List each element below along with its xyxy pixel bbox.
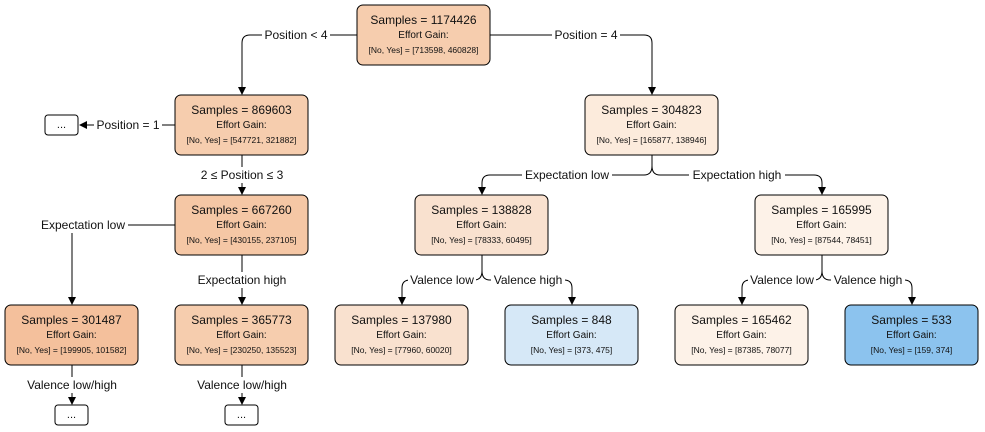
- svg-text:Expectation high: Expectation high: [198, 273, 287, 287]
- node-n6: Samples = 301487 Effort Gain: [No, Yes] …: [4, 304, 139, 366]
- node-counts: [No, Yes] = [77960, 60020]: [351, 345, 451, 355]
- node-samples: Samples = 304823: [601, 103, 702, 117]
- node-counts: [No, Yes] = [373, 475]: [531, 345, 613, 355]
- node-gain-label: Effort Gain:: [46, 330, 96, 341]
- node-samples: Samples = 365773: [191, 313, 292, 327]
- ellipsis-box-n7: ...: [224, 404, 259, 426]
- svg-text:Valence low: Valence low: [410, 273, 474, 287]
- node-samples: Samples = 165462: [691, 313, 792, 327]
- svg-text:Valence high: Valence high: [494, 273, 563, 287]
- node-counts: [No, Yes] = [547721, 321882]: [187, 135, 297, 145]
- node-root: Samples = 1174426 Effort Gain: [No, Yes]…: [356, 4, 491, 66]
- edge-label-position-2-3: 2 ≤ Position ≤ 3: [198, 167, 286, 183]
- svg-text:Valence low/high: Valence low/high: [27, 378, 117, 392]
- node-n2: Samples = 304823 Effort Gain: [No, Yes] …: [584, 94, 719, 156]
- node-gain-label: Effort Gain:: [216, 330, 266, 341]
- node-gain-label: Effort Gain:: [398, 30, 448, 41]
- node-gain-label: Effort Gain:: [886, 330, 936, 341]
- edge-n3-n6: [68, 224, 175, 305]
- node-gain-label: Effort Gain:: [626, 120, 676, 131]
- node-counts: [No, Yes] = [430155, 237105]: [187, 235, 297, 245]
- edge-label-valence-high-b: Valence high: [831, 272, 905, 288]
- node-n4: Samples = 138828 Effort Gain: [No, Yes] …: [414, 194, 549, 256]
- node-n1: Samples = 869603 Effort Gain: [No, Yes] …: [174, 94, 309, 156]
- node-n10: Samples = 165462 Effort Gain: [No, Yes] …: [674, 304, 809, 366]
- edge-label-expectation-low-left: Expectation low: [38, 217, 128, 233]
- svg-text:...: ...: [237, 409, 246, 421]
- node-counts: [No, Yes] = [230250, 135523]: [187, 345, 297, 355]
- node-n11: Samples = 533 Effort Gain: [No, Yes] = […: [844, 304, 979, 366]
- node-gain-label: Effort Gain:: [716, 330, 766, 341]
- node-n8: Samples = 137980 Effort Gain: [No, Yes] …: [334, 304, 469, 366]
- node-gain-label: Effort Gain:: [376, 330, 426, 341]
- node-n7: Samples = 365773 Effort Gain: [No, Yes] …: [174, 304, 309, 366]
- svg-text:Valence low/high: Valence low/high: [197, 378, 287, 392]
- node-gain-label: Effort Gain:: [216, 220, 266, 231]
- svg-text:Valence high: Valence high: [834, 273, 903, 287]
- node-gain-label: Effort Gain:: [796, 220, 846, 231]
- svg-text:...: ...: [57, 119, 66, 131]
- ellipsis-box-n6: ...: [54, 404, 89, 426]
- node-samples: Samples = 1174426: [370, 13, 477, 27]
- edge-label-valence-low-b: Valence low: [748, 272, 816, 288]
- edge-label-valence-lowhigh-a: Valence low/high: [24, 377, 120, 393]
- node-counts: [No, Yes] = [165877, 138946]: [597, 135, 707, 145]
- svg-text:Position < 4: Position < 4: [264, 28, 327, 42]
- node-samples: Samples = 301487: [21, 313, 122, 327]
- edge-label-position-eq4: Position = 4: [552, 27, 620, 43]
- edge-label-valence-lowhigh-b: Valence low/high: [194, 377, 290, 393]
- svg-text:Expectation low: Expectation low: [525, 168, 609, 182]
- svg-text:Position = 1: Position = 1: [96, 118, 159, 132]
- svg-text:2 ≤ Position ≤ 3: 2 ≤ Position ≤ 3: [201, 168, 284, 182]
- node-gain-label: Effort Gain:: [546, 330, 596, 341]
- edge-label-expectation-low-right: Expectation low: [522, 167, 612, 183]
- edge-label-position-lt4: Position < 4: [262, 27, 330, 43]
- node-gain-label: Effort Gain:: [456, 220, 506, 231]
- node-samples: Samples = 165995: [771, 203, 872, 217]
- node-samples: Samples = 533: [871, 313, 952, 327]
- node-counts: [No, Yes] = [199905, 101582]: [17, 345, 127, 355]
- edge-root-n1: [238, 34, 357, 95]
- svg-text:Position = 4: Position = 4: [554, 28, 617, 42]
- ellipsis-box-position-1: ...: [44, 114, 79, 136]
- edge-label-valence-low-a: Valence low: [408, 272, 476, 288]
- node-n9: Samples = 848 Effort Gain: [No, Yes] = […: [504, 304, 639, 366]
- svg-text:Expectation high: Expectation high: [693, 168, 782, 182]
- node-samples: Samples = 137980: [351, 313, 452, 327]
- node-samples: Samples = 667260: [191, 203, 292, 217]
- node-gain-label: Effort Gain:: [216, 120, 266, 131]
- node-n5: Samples = 165995 Effort Gain: [No, Yes] …: [754, 194, 889, 256]
- edge-label-valence-high-a: Valence high: [491, 272, 565, 288]
- node-counts: [No, Yes] = [87544, 78451]: [771, 235, 871, 245]
- node-samples: Samples = 848: [531, 313, 612, 327]
- edge-label-expectation-high-right: Expectation high: [689, 167, 785, 183]
- svg-text:Valence low: Valence low: [750, 273, 814, 287]
- node-samples: Samples = 869603: [191, 103, 292, 117]
- node-counts: [No, Yes] = [713598, 460828]: [369, 45, 479, 55]
- node-counts: [No, Yes] = [159, 374]: [871, 345, 953, 355]
- svg-text:...: ...: [67, 409, 76, 421]
- node-n3: Samples = 667260 Effort Gain: [No, Yes] …: [174, 194, 309, 256]
- node-counts: [No, Yes] = [87385, 78077]: [691, 345, 791, 355]
- svg-text:Expectation low: Expectation low: [41, 218, 125, 232]
- edge-root-n2: [490, 34, 656, 95]
- node-counts: [No, Yes] = [78333, 60495]: [431, 235, 531, 245]
- node-samples: Samples = 138828: [431, 203, 532, 217]
- edge-label-position-eq1: Position = 1: [94, 117, 162, 133]
- edge-label-expectation-high-left: Expectation high: [194, 272, 290, 288]
